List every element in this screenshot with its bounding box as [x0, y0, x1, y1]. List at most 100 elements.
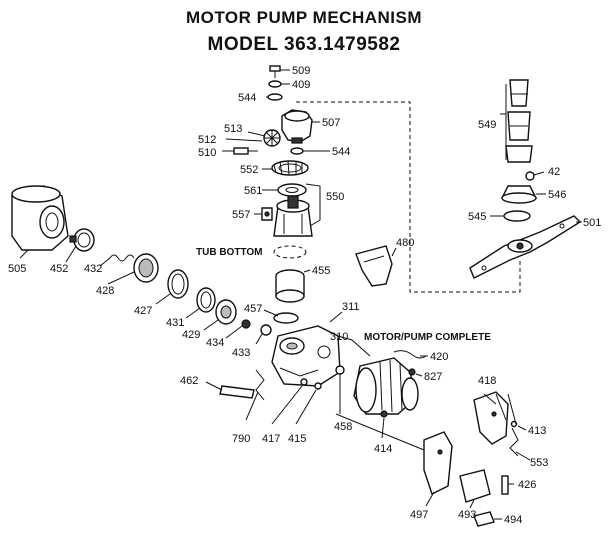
model-number: MODEL 363.1479582 [207, 34, 401, 55]
label-434: 434 [206, 337, 224, 349]
label-546: 546 [548, 189, 566, 201]
label-827: 827 [424, 371, 442, 383]
label-457: 457 [244, 303, 262, 315]
screw-510 [233, 147, 258, 155]
label-428: 428 [96, 285, 114, 297]
label-505: 505 [8, 263, 26, 275]
washer-433 [260, 324, 272, 336]
bracket-418 [473, 391, 509, 445]
label-553: 553 [530, 457, 548, 469]
guard-480 [355, 245, 393, 287]
label-310: 310 [330, 331, 348, 343]
seal-457 [273, 312, 299, 324]
label-432: 432 [84, 263, 102, 275]
motor-310 [353, 357, 419, 415]
label-458: 458 [334, 421, 352, 433]
nut-458 [335, 365, 345, 375]
clamp-452 [69, 228, 95, 252]
label-480: 480 [396, 237, 414, 249]
label-414: 414 [374, 443, 392, 455]
label-510: 510 [198, 147, 216, 159]
label-420: 420 [430, 351, 448, 363]
spray-tower-549 [505, 79, 533, 163]
screw-417 [300, 378, 308, 386]
label-549: 549 [478, 119, 496, 131]
label-513: 513 [224, 123, 242, 135]
label-417: 417 [262, 433, 280, 445]
label-509: 509 [292, 65, 310, 77]
label-462: 462 [180, 375, 198, 387]
filter-ring-552 [271, 160, 309, 176]
main-pump-housing-311 [271, 325, 341, 387]
ring-427 [167, 269, 189, 299]
wire-420 [393, 350, 427, 359]
nut-544 [267, 93, 283, 101]
tub-bottom-outline [273, 245, 307, 259]
gasket-455 [275, 269, 305, 303]
seal-544 [290, 147, 304, 155]
label-415: 415 [288, 433, 306, 445]
hose-505 [11, 185, 69, 251]
label-557: 557 [232, 209, 250, 221]
mount-bracket-497 [423, 431, 453, 495]
screw-509 [269, 65, 281, 78]
label-550: 550 [326, 191, 344, 203]
spray-arm-501 [469, 215, 582, 279]
label-552: 552 [240, 164, 258, 176]
ring-431 [196, 287, 216, 313]
diagram-title: MOTOR PUMP MECHANISM [185, 8, 423, 27]
label-311: 311 [342, 301, 360, 313]
dashed-connector [296, 101, 521, 293]
label-501: 501 [583, 217, 601, 229]
label-418: 418 [478, 375, 496, 387]
motor-cap-428 [133, 253, 159, 283]
seal-545 [503, 210, 531, 222]
label-497: 497 [410, 509, 428, 521]
label-455: 455 [312, 265, 330, 277]
bolt-426 [501, 475, 509, 495]
label-544-mid: 544 [332, 146, 350, 158]
nut-494 [473, 511, 495, 527]
spring-790 [255, 369, 265, 401]
label-409: 409 [292, 79, 310, 91]
hub-546 [500, 185, 538, 204]
label-493: 493 [458, 509, 476, 521]
label-426: 426 [518, 479, 536, 491]
label-431: 431 [166, 317, 184, 329]
label-544-top: 544 [238, 92, 256, 104]
label-790: 790 [232, 433, 250, 445]
label-452: 452 [50, 263, 68, 275]
label-427: 427 [134, 305, 152, 317]
screw-827 [408, 368, 416, 376]
leader-lines [19, 69, 582, 520]
caption-tub-bottom: TUB BOTTOM [196, 247, 262, 258]
label-433: 433 [232, 347, 250, 359]
pump-body-550 [273, 195, 313, 237]
part-labels: 509 409 544 507 513 512 510 544 552 561 … [8, 65, 601, 526]
clip-557 [261, 207, 273, 221]
spring-432 [109, 254, 135, 262]
label-545: 545 [468, 211, 486, 223]
screw-415 [314, 382, 322, 390]
impeller-513 [263, 129, 281, 147]
label-413: 413 [528, 425, 546, 437]
label-429: 429 [182, 329, 200, 341]
label-494: 494 [504, 514, 522, 526]
pump-housing-507 [281, 109, 313, 144]
ball-42 [525, 171, 535, 181]
impeller-429 [215, 299, 237, 325]
washer-561 [277, 183, 307, 197]
label-512: 512 [198, 134, 216, 146]
label-42: 42 [548, 166, 560, 178]
label-507: 507 [322, 117, 340, 129]
pipe-462 [219, 385, 255, 399]
spring-553 [509, 427, 519, 457]
grommet-493 [459, 469, 491, 503]
label-561: 561 [244, 185, 262, 197]
washer-409 [268, 80, 282, 88]
caption-motor-pump-complete: MOTOR/PUMP COMPLETE [364, 332, 491, 343]
nut-434 [241, 319, 251, 329]
screw-414 [380, 410, 388, 418]
